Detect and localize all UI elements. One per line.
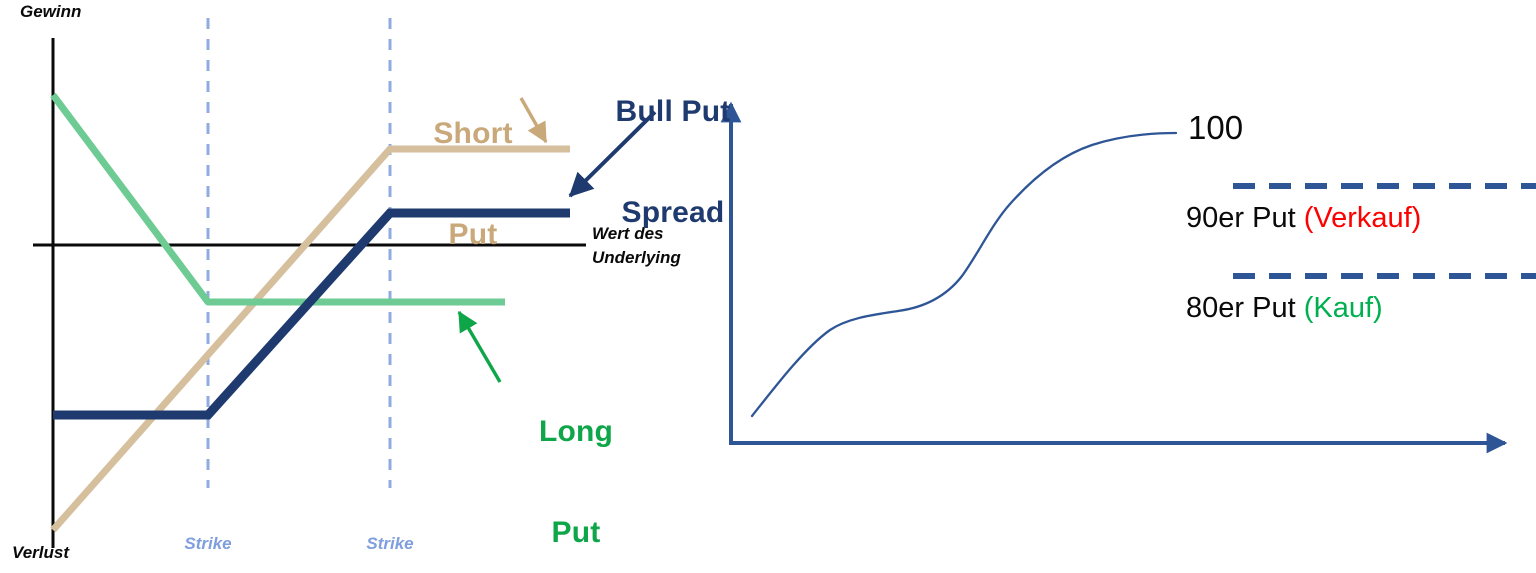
level-label-80er-put-text: 80er Put — [1186, 292, 1304, 324]
short-put-arrow — [519, 97, 548, 144]
strike-short-put-label-line1: Strike — [366, 534, 414, 554]
series-long-put — [50, 92, 505, 306]
level-label-80er-put: 80er Put (Kauf) — [1186, 292, 1383, 325]
callout-bull-put-spread-line2: Spread — [621, 195, 725, 229]
callout-long-put-line1: Long — [538, 415, 614, 449]
bull-put-spread-arrow — [568, 110, 657, 198]
callout-bull-put-spread: Bull Put Spread — [600, 28, 746, 297]
strike-long-put-label-line1: Strike — [184, 534, 232, 554]
curve-end-value-label: 100 — [1188, 109, 1244, 146]
callout-arrows — [457, 97, 657, 383]
long-put-arrow — [457, 310, 502, 383]
strike-gridlines — [206, 18, 392, 488]
callout-bull-put-spread-line1: Bull Put — [615, 95, 731, 129]
callout-short-put-line1: Short — [433, 117, 513, 151]
x-axis-label-line2: Underlying — [592, 248, 681, 267]
y-axis-top-label: Gewinn — [20, 2, 82, 21]
callout-short-put: Short Put — [410, 50, 536, 319]
level-label-90er-put-text: 90er Put — [1186, 202, 1304, 234]
right-level-lines — [1233, 183, 1536, 279]
right-chart-axes — [720, 101, 1508, 454]
underlying-price-path — [750, 131, 1178, 418]
series-bull-put-spread — [53, 208, 570, 420]
strike-long-put-label: Strike Long Put — [138, 496, 278, 573]
series-short-put — [50, 145, 570, 533]
callout-short-put-line2: Put — [448, 217, 498, 251]
strike-short-put-label: Strike Short Put — [318, 496, 462, 573]
level-label-90er-put: 90er Put (Verkauf) — [1186, 202, 1421, 235]
level-label-80er-put-tag: (Kauf) — [1303, 292, 1383, 324]
x-axis-label-line1: Wert des — [592, 224, 664, 243]
callout-long-put-line2: Put — [551, 515, 601, 549]
level-label-90er-put-tag: (Verkauf) — [1303, 202, 1422, 234]
callout-long-put: Long Put — [516, 348, 636, 573]
y-axis-bottom-label: Verlust — [12, 543, 70, 562]
payoff-series — [50, 92, 570, 533]
